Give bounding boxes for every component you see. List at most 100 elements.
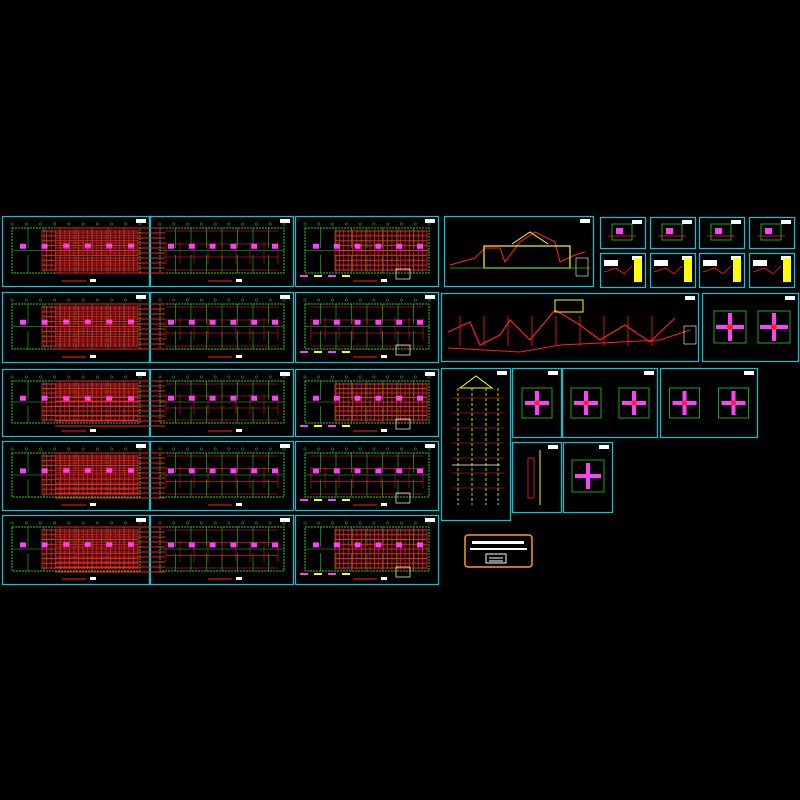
- grid-bubble: [331, 447, 335, 451]
- grid-bubble: [24, 447, 28, 451]
- title-stamp-line-1-bar: [472, 541, 524, 544]
- unit-riser-dot: [727, 324, 733, 330]
- iso-drain-pipe: [447, 329, 691, 353]
- sheet-title-block: [136, 372, 146, 376]
- fixture-block: [106, 319, 113, 325]
- fixture-block: [84, 319, 91, 325]
- fixture-block: [209, 468, 216, 474]
- legend-swatch: [314, 573, 322, 575]
- fixture-block: [375, 395, 382, 401]
- section-roof: [511, 231, 549, 245]
- detail-iso-pipe: [653, 265, 683, 275]
- sheet-title-block: [785, 296, 795, 300]
- plan-caption-tag: [236, 503, 242, 506]
- unit-outline: [570, 387, 602, 419]
- plan-caption-tag: [90, 279, 96, 282]
- fixture-block: [209, 542, 216, 548]
- iso-tank: [554, 299, 584, 313]
- sheet-note-box: [395, 268, 411, 280]
- detail-room: [611, 223, 633, 241]
- fixture-block: [417, 319, 423, 325]
- fixture-block: [417, 243, 423, 249]
- unit-fixture-cross: [575, 463, 601, 489]
- grid-bubble: [24, 521, 28, 525]
- grid-bubble: [172, 222, 176, 226]
- detail-room: [710, 223, 732, 241]
- fixture-block: [396, 395, 403, 401]
- fixture-block: [272, 468, 278, 474]
- legend-swatch: [342, 573, 350, 575]
- grid-bubble: [427, 222, 431, 226]
- detail-notes: [634, 258, 642, 282]
- fixture-block: [354, 468, 361, 474]
- sheet-frame: [149, 368, 295, 438]
- grid-bubble: [158, 447, 162, 451]
- grid-bubble: [303, 298, 307, 302]
- grid-bubble: [344, 375, 348, 379]
- fixture-block: [333, 319, 340, 325]
- grid-bubble: [317, 298, 321, 302]
- grid-bubble: [331, 375, 335, 379]
- fixture-block: [168, 468, 174, 474]
- grid-bubble: [53, 447, 57, 451]
- grid-bubble: [213, 222, 217, 226]
- grid-bubble: [186, 222, 190, 226]
- fixture-block: [41, 319, 48, 325]
- grid-bubble: [158, 521, 162, 525]
- grid-bubble: [227, 222, 231, 226]
- grid-bubble: [138, 222, 142, 226]
- fixture-block: [20, 468, 26, 474]
- grid-bubble: [110, 222, 114, 226]
- fixture-block: [20, 319, 26, 325]
- sheet-title-block: [548, 445, 558, 449]
- sheet-layer: [1, 215, 800, 586]
- legend-swatch: [328, 425, 336, 427]
- sheet-frame: [562, 441, 614, 514]
- sheet-frame: [1, 215, 151, 288]
- fixture-block: [128, 243, 134, 249]
- sheet-frame: [294, 440, 440, 512]
- detail-table: [753, 260, 767, 266]
- sheet-title-block: [644, 371, 654, 375]
- grid-bubble: [317, 222, 321, 226]
- unit-riser-dot: [631, 400, 637, 406]
- sheet-frame: [1, 291, 151, 364]
- detail-notes: [783, 258, 791, 282]
- fixture-block: [354, 319, 361, 325]
- detail-room: [760, 223, 782, 241]
- grid-bubble: [282, 375, 286, 379]
- sheet-frame: [599, 252, 647, 289]
- fixture-block: [63, 395, 70, 401]
- grid-bubble: [138, 447, 142, 451]
- grid-bubble: [199, 298, 203, 302]
- grid-bubble: [172, 447, 176, 451]
- legend-swatch: [300, 573, 308, 575]
- fixture-block: [375, 243, 382, 249]
- grid-bubble: [110, 521, 114, 525]
- unit-riser-dot: [583, 400, 589, 406]
- sheet-title-block: [744, 371, 754, 375]
- grid-bubble: [317, 375, 321, 379]
- sheet-note-box: [395, 566, 411, 578]
- grid-bubble: [95, 521, 99, 525]
- fixture-block: [63, 468, 70, 474]
- fixture-block: [20, 542, 26, 548]
- unit-riser-box: [527, 457, 535, 499]
- plan-caption-tag: [381, 355, 387, 358]
- grid-bubble: [317, 521, 321, 525]
- grid-bubble: [53, 375, 57, 379]
- fixture-block: [188, 542, 195, 548]
- legend-swatch: [314, 499, 322, 501]
- grid-bubble: [10, 375, 14, 379]
- grid-bubble: [124, 375, 128, 379]
- sheet-title-block: [599, 445, 609, 449]
- plan-caption-tag: [236, 279, 242, 282]
- fixture-block: [333, 542, 340, 548]
- grid-bubble: [241, 222, 245, 226]
- grid-bubble: [53, 222, 57, 226]
- fixture-block: [128, 542, 134, 548]
- grid-bubble: [399, 447, 403, 451]
- grid-bubble: [199, 375, 203, 379]
- fixture-block: [375, 542, 382, 548]
- section-sheet: [443, 215, 595, 288]
